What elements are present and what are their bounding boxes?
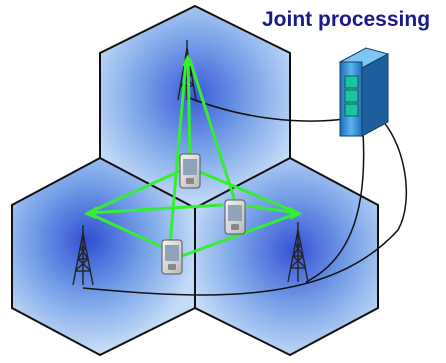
- link-tower-left-to-ue2: [86, 211, 162, 248]
- link-tower-right-to-ue1: [198, 170, 300, 215]
- backhaul-wire-top: [186, 96, 353, 122]
- arrowhead-top: [182, 54, 194, 66]
- tower-right: [287, 222, 309, 283]
- ue-2: [161, 239, 183, 275]
- tower-left: [72, 225, 94, 286]
- ue-1: [179, 153, 201, 189]
- link-tower-top-to-ue1: [186, 58, 192, 160]
- arrowhead-right: [289, 206, 302, 220]
- ue-3: [224, 199, 246, 235]
- arrowhead-left: [84, 206, 97, 219]
- link-tower-top-to-ue3: [188, 58, 236, 200]
- processor-side-face: [361, 53, 389, 137]
- link-tower-left-to-ue3: [86, 203, 224, 215]
- mobile-phone-icon: [161, 153, 246, 275]
- link-tower-left-to-ue1: [86, 168, 184, 215]
- link-tower-top-to-ue2: [168, 58, 188, 247]
- backhaul-wire-left: [82, 114, 408, 296]
- backhaul-wire-right: [305, 131, 365, 283]
- processor-slot-1: [344, 75, 359, 89]
- processor-unit: [338, 47, 390, 137]
- link-arrowheads: [84, 54, 302, 220]
- processor-slot-3: [344, 103, 359, 117]
- diagram-title: Joint processing: [262, 8, 431, 31]
- processor-slot-2: [344, 89, 359, 103]
